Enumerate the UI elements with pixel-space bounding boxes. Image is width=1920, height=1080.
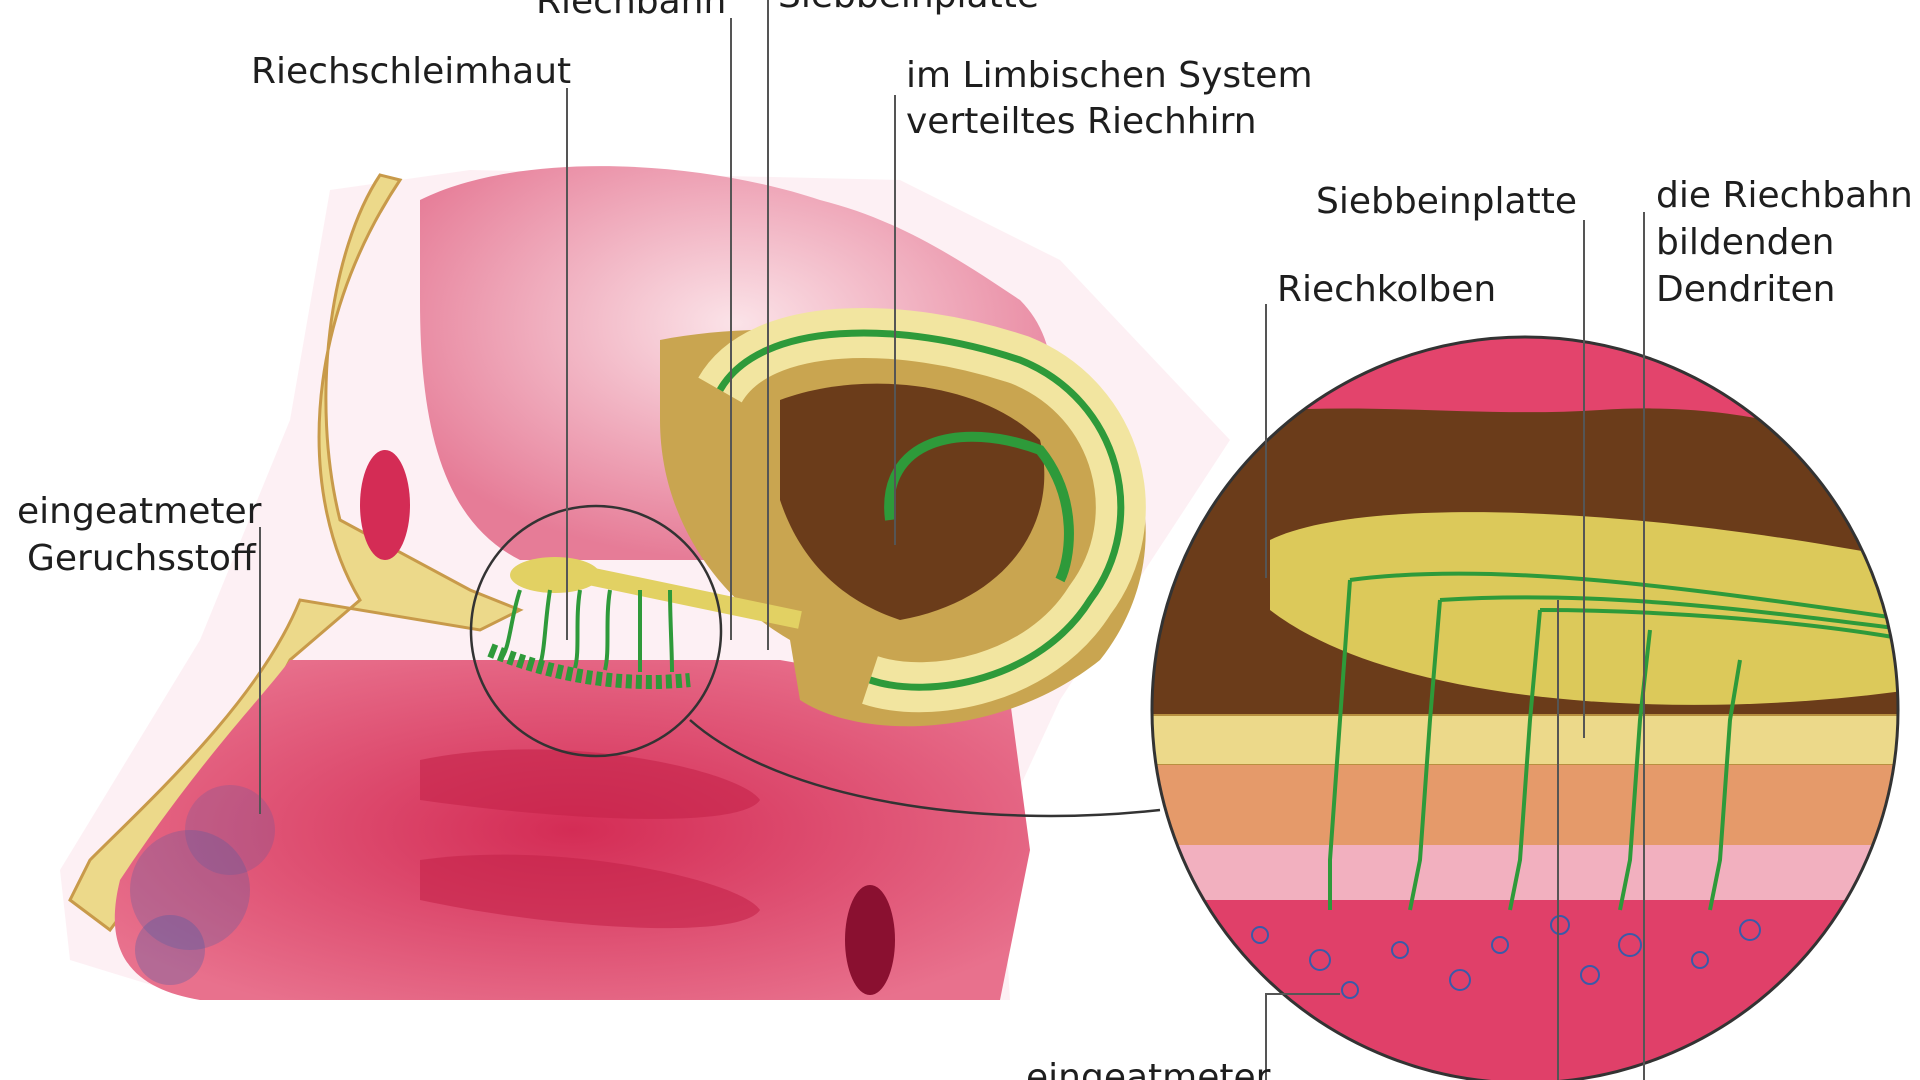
olfactory-epithelium — [1153, 845, 1897, 900]
leader-lines — [259, 0, 1645, 1080]
bulb-magnified — [1270, 512, 1897, 705]
head-section — [60, 166, 1230, 1000]
label-limbic-2: verteiltes Riechhirn — [906, 101, 1257, 142]
odorant-particles — [130, 785, 275, 985]
turbinate — [420, 854, 760, 929]
label-dendriten-2: bildenden — [1656, 222, 1835, 263]
olfactory-tract — [558, 561, 802, 629]
label-geruchsstoff-1: eingeatmeter — [17, 491, 262, 532]
nasal-cavity — [114, 660, 1030, 1000]
label-dendriten-3: Dendriten — [1656, 269, 1836, 310]
turbinate — [420, 749, 760, 819]
label-riechkolben: Riechkolben — [1277, 269, 1497, 310]
label-siebbeinplatte-right: Siebbeinplatte — [1316, 181, 1577, 222]
label-limbic-1: im Limbischen System — [906, 55, 1313, 96]
sinus — [360, 450, 410, 560]
label-dendriten-1: die Riechbahn — [1656, 175, 1913, 216]
label-riechschleimhaut: Riechschleimhaut — [251, 51, 572, 92]
skull-bone — [68, 173, 524, 933]
detail-circle — [1150, 335, 1900, 1080]
label-eingeatmeter-bottom: eingeatmeter — [1026, 1057, 1271, 1080]
odorant-bubbles — [1251, 915, 1761, 999]
label-riechbahn-top: Riechbahn — [536, 0, 727, 22]
label-siebbeinplatte-top: Siebbeinplatte — [778, 0, 1039, 19]
detail-circle-source — [469, 504, 723, 758]
label-geruchsstoff-2: Geruchsstoff — [27, 538, 256, 579]
